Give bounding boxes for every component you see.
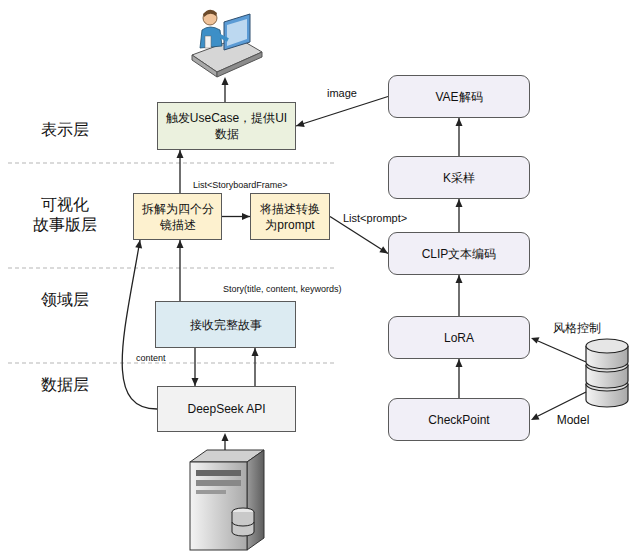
node-text: K采样 [443,170,475,186]
edge-label: image [327,87,357,100]
node-text: DeepSeek API [187,401,265,417]
connector [456,118,463,156]
connector-line [179,240,180,301]
node-text: CLIP文本编码 [422,246,497,262]
edge-label: List<StoryboardFrame> [193,180,288,191]
process-step-box: CLIP文本编码 [388,232,530,275]
process-step-box: CheckPoint [388,398,530,441]
arrow-head [456,275,463,283]
database-icon [586,339,628,407]
connector [456,199,463,232]
arrow-head [456,359,463,367]
layer-process-box: 接收完整故事 [155,301,296,348]
arrow-head [222,77,229,85]
edge-label: content [136,353,166,364]
layer-process-box: 拆解为四个分镜描述 [133,193,222,240]
process-step-box: VAE解码 [388,75,530,118]
node-text: 触发UseCase，提供UI数据 [163,110,290,142]
layer-label: 表示层 [25,120,105,140]
layer-label: 可视化 故事版层 [25,195,105,235]
arrow-head [222,433,229,441]
arrow-head [456,118,463,126]
arrow-head [379,246,388,253]
connector [456,275,463,316]
connector [222,213,250,220]
annotation-label: Model [548,410,598,430]
process-step-box: LoRA [388,316,530,359]
arrow-head [177,150,184,158]
arrow-head [135,240,142,248]
leader-line [224,440,225,450]
layer-process-box: 触发UseCase，提供UI数据 [157,102,296,150]
connector-line [122,240,157,409]
connector [296,97,388,127]
node-text: 将描述转换为prompt [256,201,324,233]
node-text: VAE解码 [435,89,482,105]
leader-line [224,84,225,102]
connector [192,348,199,386]
arrow-head [192,378,199,386]
layer-separator [8,163,335,164]
server-icon [190,450,264,550]
node-text: LoRA [444,330,474,346]
edge-label: Story(title, content, keywords) [223,284,342,295]
annotation-label: 风格控制 [547,318,607,338]
arrow-head [531,413,540,420]
connector-line [296,97,388,127]
layer-label: 数据层 [25,375,105,395]
node-text: 拆解为四个分镜描述 [139,201,216,233]
layer-label: 领域层 [25,290,105,310]
arrow-head [242,213,250,220]
connector [177,240,184,301]
arrow-head [177,240,184,248]
edge-label: List<prompt> [343,212,407,225]
layer-separator [8,268,335,269]
connector [252,348,259,386]
connector [122,240,157,409]
layer-process-box: 将描述转换为prompt [250,193,330,240]
arrow-head [456,199,463,207]
leader-line [538,341,586,362]
arrow-head [296,120,305,127]
layer-separator [8,363,335,364]
node-text: CheckPoint [428,412,489,428]
layer-process-box: DeepSeek API [157,386,296,432]
leader-line [538,392,586,416]
user-icon [192,10,262,77]
connector [456,359,463,398]
process-step-box: K采样 [388,156,530,199]
node-text: 接收完整故事 [190,317,262,333]
arrow-head [531,337,540,343]
arrow-head [252,348,259,356]
connector [177,150,184,193]
